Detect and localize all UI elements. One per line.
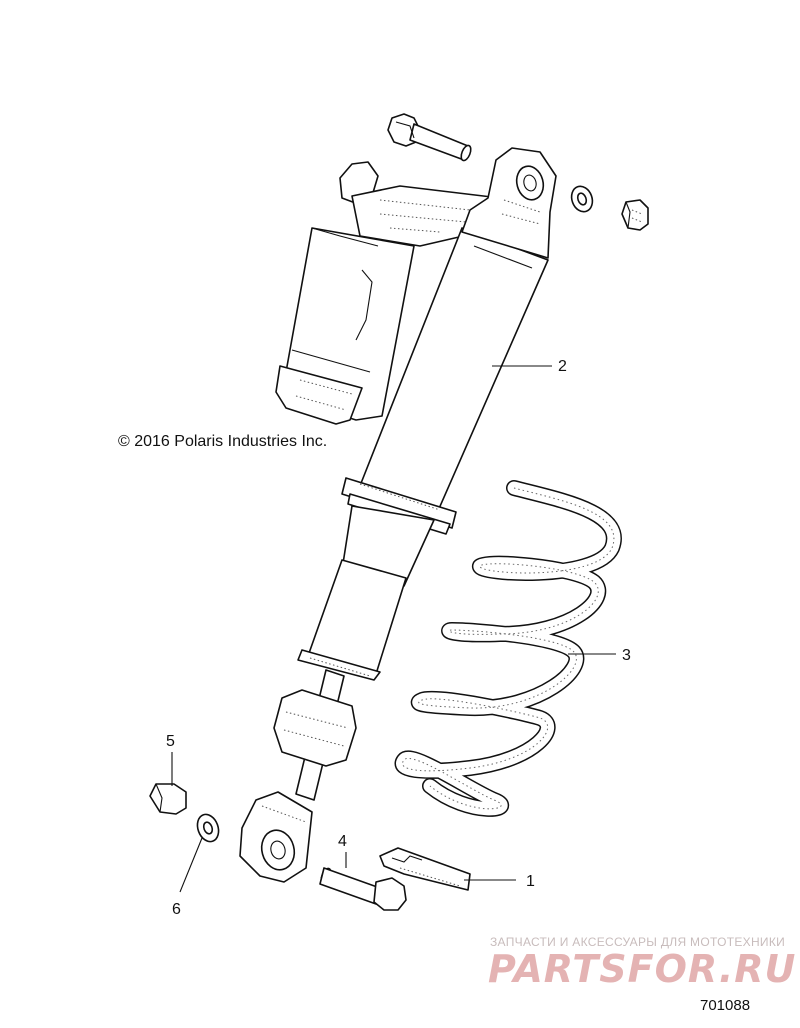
callout-2: 2 xyxy=(558,358,567,375)
upper-nut xyxy=(621,199,649,231)
lower-washer xyxy=(196,813,220,843)
lower-bolt xyxy=(319,867,407,911)
bump-stop xyxy=(273,689,357,767)
spring-retainer xyxy=(379,847,471,891)
callout-1: 1 xyxy=(526,873,535,890)
leader-6 xyxy=(179,837,203,893)
callout-3: 3 xyxy=(622,647,631,664)
shock-lower-body xyxy=(297,505,435,681)
lower-nut xyxy=(149,783,187,815)
shock-body xyxy=(351,147,557,521)
leader-lines xyxy=(171,365,616,893)
lower-eyelet xyxy=(239,791,313,883)
copyright-notice: © 2016 Polaris Industries Inc. xyxy=(118,433,327,450)
shock-reservoir xyxy=(275,227,415,425)
watermark-brand: PARTSFOR.RU xyxy=(488,947,796,991)
coil-spring xyxy=(394,480,622,817)
callout-4: 4 xyxy=(338,833,347,850)
upper-bolt xyxy=(387,113,472,162)
watermark-tagline: ЗАПЧАСТИ И АКСЕССУАРЫ ДЛЯ МОТОТЕХНИКИ xyxy=(490,935,785,949)
callout-6: 6 xyxy=(172,901,181,918)
figure-number: 701088 xyxy=(700,997,750,1014)
callout-5: 5 xyxy=(166,733,175,750)
upper-washer xyxy=(570,185,594,213)
